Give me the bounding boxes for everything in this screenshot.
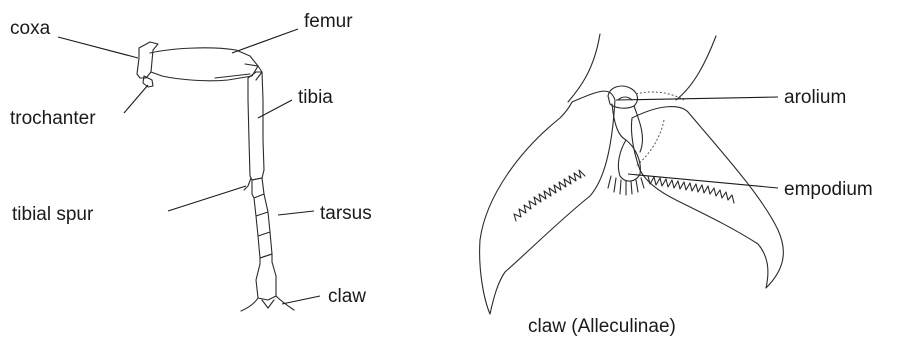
label-tibia: tibia — [298, 87, 333, 108]
leg-drawing — [137, 42, 294, 311]
label-empodium: empodium — [784, 179, 873, 200]
tibia-shape — [248, 72, 264, 180]
tibial-spur-shape — [244, 178, 251, 190]
right-claw-shape — [631, 107, 783, 288]
left-claw-teeth — [514, 170, 585, 221]
leg-leader-lines — [58, 29, 320, 304]
figure-caption: claw (Alleculinae) — [528, 316, 676, 337]
coxa-shape — [137, 42, 158, 78]
tarsus-shape — [252, 178, 272, 258]
label-tibial-spur: tibial spur — [12, 204, 94, 225]
label-tarsus: tarsus — [320, 203, 372, 224]
label-arolium: arolium — [784, 87, 846, 108]
label-claw-leg: claw — [328, 286, 366, 307]
femur-shape — [150, 48, 258, 81]
claw-segment-shape — [256, 254, 276, 300]
label-coxa: coxa — [10, 18, 51, 39]
label-femur: femur — [304, 11, 353, 32]
left-claw-shape — [480, 91, 615, 314]
label-trochanter: trochanter — [10, 108, 96, 129]
